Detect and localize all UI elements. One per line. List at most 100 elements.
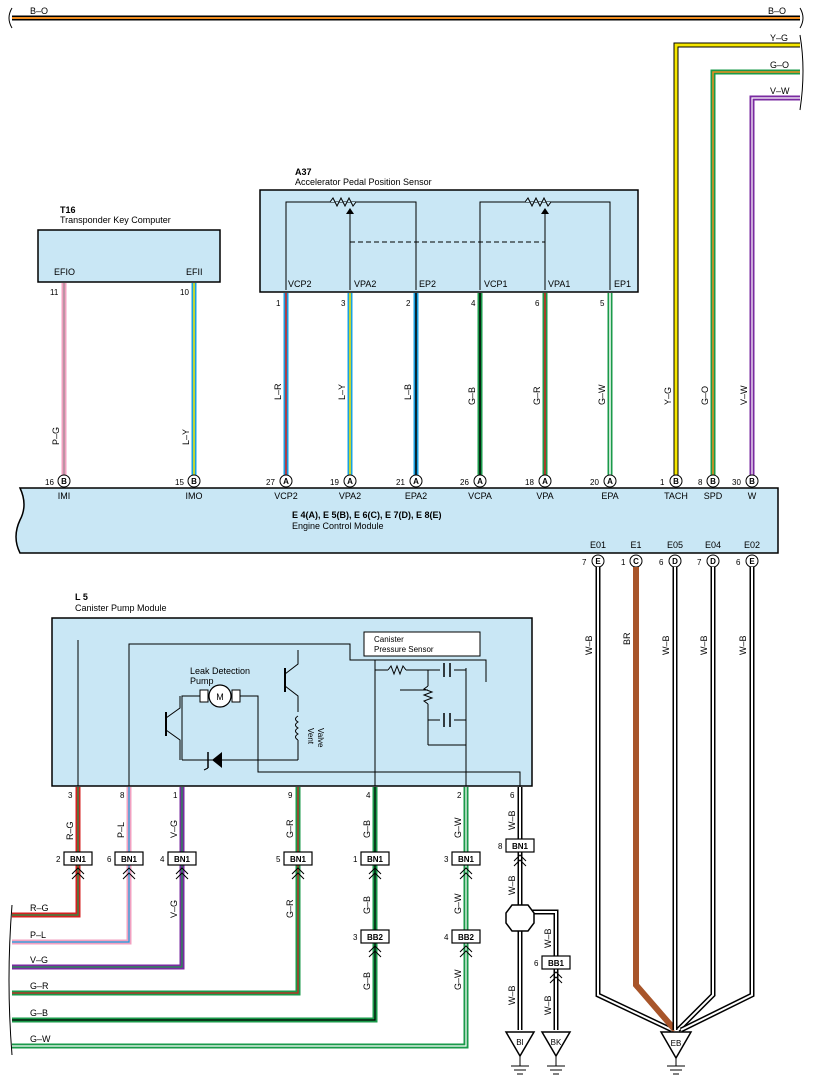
wire-label-p-g: P–G [51, 427, 61, 445]
svg-text:A: A [347, 477, 353, 486]
harness-b-o: B–O B–O [8, 6, 804, 29]
wire-label-w-b-vert3: W–B [507, 985, 517, 1005]
svg-text:20: 20 [590, 478, 599, 487]
svg-text:4: 4 [444, 933, 449, 942]
wire-r-g-l5: R–G R–G [12, 787, 81, 918]
svg-text:BB1: BB1 [548, 959, 565, 968]
svg-text:E: E [749, 557, 755, 566]
a37-pin-num-1: 1 [276, 299, 281, 308]
wire-p-l-l5: P–L P–L [12, 787, 132, 945]
harness-y-g: Y–G [673, 33, 800, 475]
wire-label-y-g-vert: Y–G [663, 387, 673, 405]
bb2-connectors: 3 BB2 4 BB2 [353, 929, 481, 958]
wire-label-v-g-left: V–G [30, 955, 48, 965]
harness-g-o: G–O [710, 60, 800, 475]
svg-text:B: B [710, 477, 716, 486]
wire-label-v-w-vert: V–W [739, 385, 749, 405]
bb2-connector-3: 3 BB2 [353, 929, 390, 958]
svg-text:19: 19 [330, 478, 339, 487]
wire-l-b: L–B [403, 293, 419, 476]
svg-text:BN1: BN1 [458, 855, 475, 864]
wire-label-p-l-vert: P–L [116, 822, 126, 838]
svg-text:EPA2: EPA2 [405, 491, 427, 501]
wire-label-g-b-vert3: G–B [362, 972, 372, 990]
wire-label-l-b: L–B [403, 384, 413, 400]
l5-motor-symbol: M [216, 692, 224, 702]
svg-text:6: 6 [659, 558, 664, 567]
wire-label-g-b-a37: G–B [467, 387, 477, 405]
wire-label-g-b-left: G–B [30, 1008, 48, 1018]
l5-pump-name-2: Pump [190, 676, 214, 686]
svg-text:VPA: VPA [536, 491, 553, 501]
svg-text:6: 6 [107, 855, 112, 864]
svg-text:BN1: BN1 [174, 855, 191, 864]
wire-label-g-o-top: G–O [770, 60, 789, 70]
a37-pin-vpa1: VPA1 [548, 279, 570, 289]
svg-text:3: 3 [353, 933, 358, 942]
svg-text:8: 8 [498, 842, 503, 851]
svg-text:C: C [633, 557, 639, 566]
wire-label-g-b-vert: G–B [362, 820, 372, 838]
svg-text:6: 6 [534, 959, 539, 968]
wire-label-l-y-t16: L–Y [181, 429, 191, 445]
svg-text:SPD: SPD [704, 491, 723, 501]
wire-l-r: L–R [273, 293, 289, 476]
ecm-name: Engine Control Module [292, 521, 384, 531]
l5-pin-2: 2 [457, 791, 462, 800]
wire-label-g-w-vert: G–W [453, 817, 463, 838]
wire-label-w-b-vert4: W–B [543, 928, 553, 948]
a37-pin-num-4: 4 [471, 299, 476, 308]
svg-text:TACH: TACH [664, 491, 688, 501]
svg-text:7: 7 [582, 558, 587, 567]
svg-text:BB2: BB2 [367, 933, 384, 942]
a37-pin-num-3: 3 [341, 299, 346, 308]
ecm-component: E 4(A), E 5(B), E 6(C), E 7(D), E 8(E) E… [15, 487, 779, 554]
wire-label-ground-1: BR [622, 632, 632, 645]
svg-text:BN1: BN1 [70, 855, 87, 864]
harness-v-w: V–W [749, 86, 800, 475]
wire-label-g-b-vert2: G–B [362, 896, 372, 914]
svg-text:E1: E1 [630, 540, 641, 550]
wire-label-ground-0: W–B [584, 635, 594, 655]
wire-label-w-b-vert5: W–B [543, 995, 553, 1015]
wire-label-r-g-vert: R–G [65, 821, 75, 840]
wire-label-y-g-top: Y–G [770, 33, 788, 43]
ground-eb: EB [659, 1031, 693, 1075]
wire-g-b-a37: G–B [467, 293, 483, 476]
svg-text:1: 1 [660, 478, 665, 487]
l5-pump-name-1: Leak Detection [190, 666, 250, 676]
svg-text:7: 7 [697, 558, 702, 567]
svg-text:BN1: BN1 [121, 855, 138, 864]
svg-text:BN1: BN1 [367, 855, 384, 864]
a37-pin-num-6: 6 [535, 299, 540, 308]
svg-text:A: A [413, 477, 419, 486]
wire-w-b-l5: W–B W–B W–B W–B W–B [505, 787, 559, 1030]
a37-component: A37 Accelerator Pedal Position Sensor VC… [259, 167, 639, 308]
svg-text:W: W [748, 491, 757, 501]
wire-g-r-a37: G–R [532, 293, 548, 476]
svg-text:1: 1 [621, 558, 626, 567]
wire-label-g-w-a37: G–W [597, 384, 607, 405]
wire-l-y: L–Y [181, 283, 197, 476]
svg-text:30: 30 [732, 478, 741, 487]
svg-text:E: E [595, 557, 601, 566]
a37-pin-vcp2: VCP2 [288, 279, 312, 289]
svg-text:E02: E02 [744, 540, 760, 550]
a37-code: A37 [295, 167, 312, 177]
svg-text:E01: E01 [590, 540, 606, 550]
svg-text:BN1: BN1 [512, 842, 529, 851]
wire-label-g-o-vert: G–O [700, 386, 710, 405]
wire-g-w-a37: G–W [597, 293, 613, 476]
svg-text:BB2: BB2 [458, 933, 475, 942]
wire-label-g-r-vert2: G–R [285, 899, 295, 918]
svg-text:BN1: BN1 [290, 855, 307, 864]
svg-text:26: 26 [460, 478, 469, 487]
bb1-connector: 6 BB1 [534, 955, 571, 984]
